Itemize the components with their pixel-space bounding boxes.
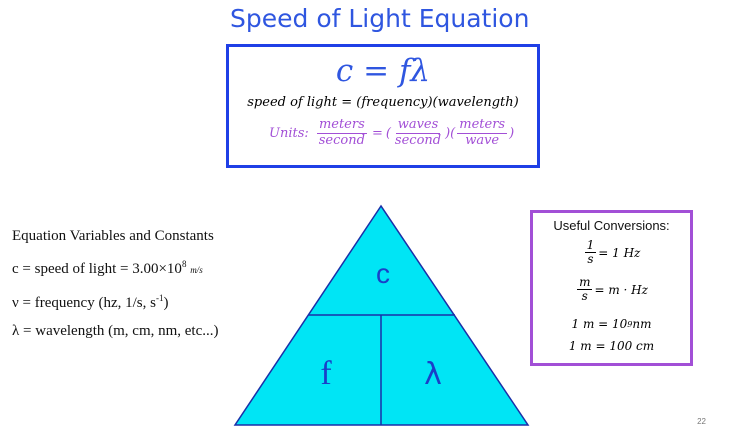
- triangle-label-f: f: [320, 355, 332, 392]
- frequency-text: ν = frequency (hz, 1/s, s: [12, 295, 156, 311]
- conversions-title: Useful Conversions:: [553, 218, 670, 233]
- fraction-numerator: meters: [457, 117, 508, 134]
- conversion-fraction: m s: [577, 275, 593, 304]
- speed-exponent: 8: [181, 259, 187, 269]
- conversion-left: 1 m = 10: [571, 317, 628, 331]
- fraction-denominator: s: [587, 252, 594, 267]
- page-number: 22: [697, 417, 706, 426]
- unit-fraction-meters-per-second: meters second: [316, 117, 367, 148]
- conversions-box: Useful Conversions: 1 s = 1 Hz m s = m ·…: [530, 210, 693, 366]
- fraction-numerator: meters: [316, 117, 367, 134]
- unit-fraction-meters-per-wave: meters wave: [457, 117, 508, 148]
- frequency-close: ): [163, 295, 169, 311]
- slide-title: Speed of Light Equation: [230, 4, 530, 33]
- paren-close: ): [509, 125, 515, 141]
- conversion-row-m-hz: m s = m · Hz: [533, 275, 690, 304]
- fraction-numerator: waves: [395, 117, 441, 134]
- triangle-label-c: c: [376, 258, 390, 289]
- conversion-row-cm: 1 m = 100 cm: [568, 339, 655, 353]
- word-equation: speed of light = (frequency)(wavelength): [247, 95, 519, 110]
- units-equation: Units: meters second = ( waves second )(…: [269, 113, 514, 153]
- fraction-denominator: wave: [465, 132, 500, 148]
- wavelength-line: λ = wavelength (m, cm, nm, etc...): [12, 323, 219, 339]
- fraction-numerator: m: [577, 275, 593, 291]
- equals-sign: =: [371, 125, 383, 141]
- conversion-fraction: 1 s: [584, 238, 597, 267]
- unit-fraction-waves-per-second: waves second: [393, 117, 443, 148]
- frequency-exponent: -1: [155, 293, 164, 303]
- conversion-rest: = 1 Hz: [598, 245, 641, 260]
- frequency-line: ν = frequency (hz, 1/s, s-1): [12, 284, 252, 317]
- equation-box: c = fλ speed of light = (frequency)(wave…: [226, 44, 540, 168]
- variables-heading: Equation Variables and Constants: [12, 228, 214, 244]
- conversion-rest: = m · Hz: [594, 282, 648, 297]
- variables-list: Equation Variables and Constants c = spe…: [12, 222, 252, 345]
- paren-open: (: [385, 125, 391, 141]
- conversion-right: nm: [632, 317, 652, 331]
- speed-of-light-line: c = speed of light = 3.00×108 m/s: [12, 250, 252, 284]
- units-label: Units:: [269, 125, 309, 141]
- fraction-denominator: second: [318, 132, 365, 148]
- conversion-exponent: 9: [627, 319, 633, 329]
- paren-close-open: )(: [445, 125, 456, 141]
- fraction-denominator: s: [581, 289, 588, 304]
- main-equation: c = fλ: [335, 53, 431, 89]
- speed-of-light-text: c = speed of light = 3.00×10: [12, 261, 182, 277]
- fraction-denominator: second: [394, 132, 442, 148]
- fraction-numerator: 1: [584, 238, 597, 254]
- triangle-label-lambda: λ: [424, 357, 442, 392]
- conversion-row-hz: 1 s = 1 Hz: [533, 238, 690, 267]
- speed-unit: m/s: [190, 265, 203, 275]
